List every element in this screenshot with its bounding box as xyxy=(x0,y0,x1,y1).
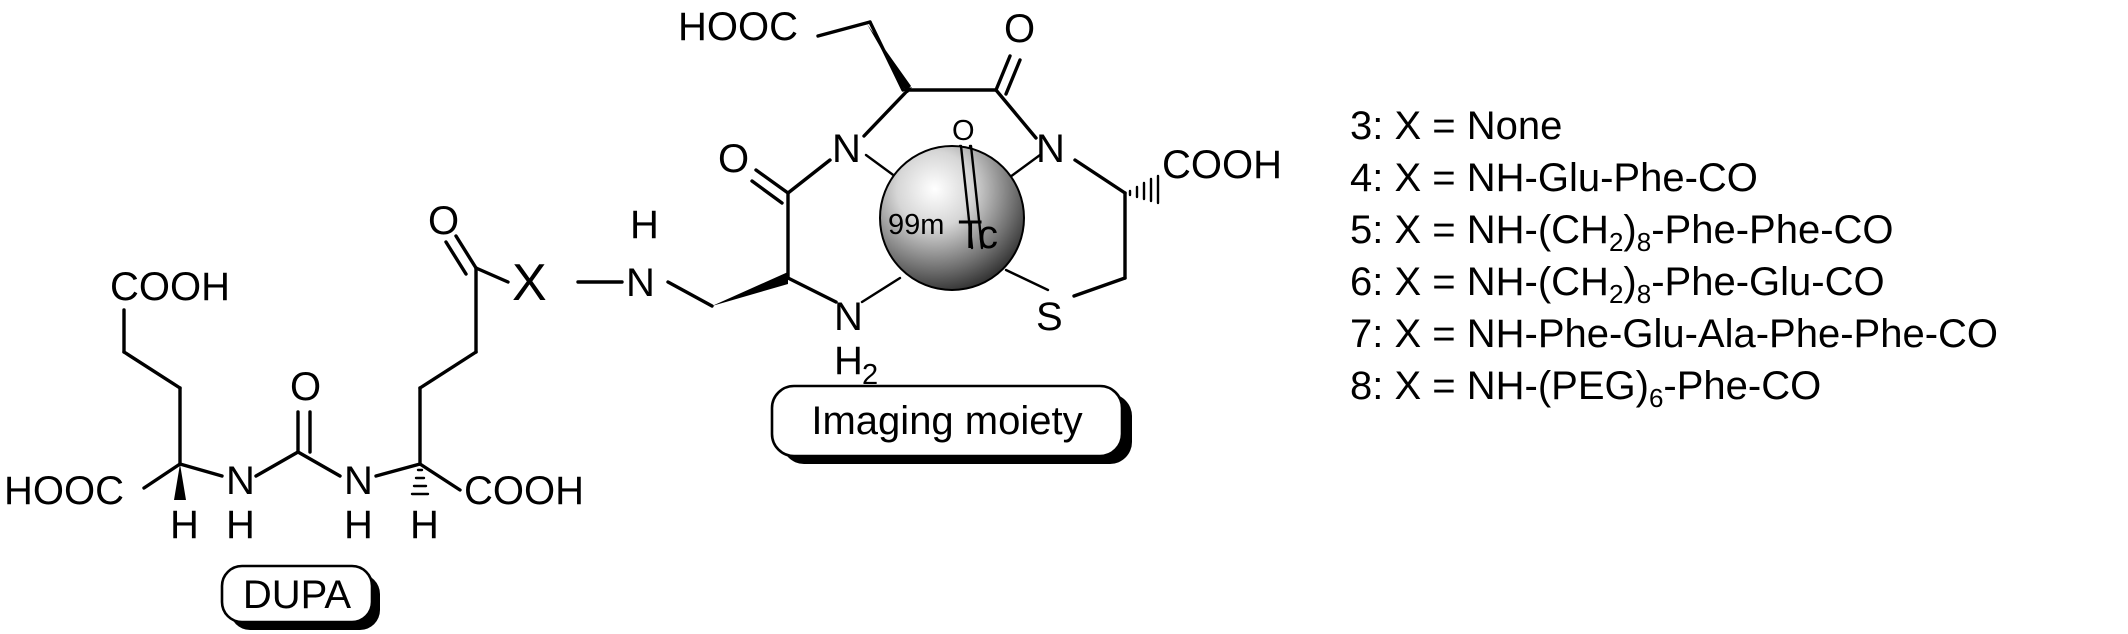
atom-o-glu-carbonyl: O xyxy=(428,199,459,243)
atom-labels: HOOC O O N N O 99m Tc COOH H N X O N H 2… xyxy=(4,5,1282,547)
atom-nh-left-h: H xyxy=(226,503,255,547)
legend-text: 4: X = NH-Glu-Phe-CO xyxy=(1350,156,1758,200)
atom-n-ring-right: N xyxy=(1036,127,1065,171)
tc-element-label: Tc xyxy=(958,213,998,257)
bond-lines xyxy=(122,20,1160,500)
atom-o-top-right: O xyxy=(1004,7,1035,51)
dupa-text: DUPA xyxy=(243,573,351,617)
atom-s-ring: S xyxy=(1036,295,1063,339)
legend-subscript: 8 xyxy=(1636,227,1652,257)
hashed-bond-dupa-right xyxy=(410,468,430,496)
legend-row-compound-6: 6: X = NH-(CH2)8-Phe-Glu-CO xyxy=(1350,256,2110,308)
atom-nh2-subscript: 2 xyxy=(862,359,878,391)
atom-h-stereo-right: H xyxy=(410,503,439,547)
atom-h-stereo-left: H xyxy=(170,503,199,547)
wedge-bond-dupa-left xyxy=(174,464,186,500)
imaging-moiety-text: Imaging moiety xyxy=(811,399,1082,443)
atom-n-ring-left: N xyxy=(832,127,861,171)
atom-nh-right-h: H xyxy=(344,503,373,547)
legend-text: -Phe-Glu-CO xyxy=(1651,260,1885,304)
wedge-bond-ring xyxy=(712,272,788,306)
legend-text: 3: X = None xyxy=(1350,104,1563,148)
atom-x-linker: X xyxy=(512,254,547,312)
legend-row-compound-3: 3: X = None xyxy=(1350,100,2110,152)
legend-subscript: 2 xyxy=(1608,227,1624,257)
atom-cooh-ring: COOH xyxy=(1162,143,1282,187)
atom-cooh-right: COOH xyxy=(464,469,584,513)
hashed-bond-ring xyxy=(1128,174,1160,205)
atom-nh-right-n: N xyxy=(344,459,373,503)
legend-subscript: 2 xyxy=(1608,279,1624,309)
atom-nh-left-n: N xyxy=(226,459,255,503)
legend-text: -Phe-CO xyxy=(1663,364,1822,408)
legend-row-compound-8: 8: X = NH-(PEG)6-Phe-CO xyxy=(1350,360,2110,412)
legend-text: 5: X = NH-(CH xyxy=(1350,208,1609,252)
atom-nh-linker-n: N xyxy=(626,261,655,305)
atom-o-tc: O xyxy=(952,115,975,147)
atom-hooc-left: HOOC xyxy=(4,469,124,513)
legend-subscript: 6 xyxy=(1648,383,1664,413)
legend-text: 7: X = NH-Phe-Glu-Ala-Phe-Phe-CO xyxy=(1350,312,1999,356)
tc-isotope-label: 99m xyxy=(888,209,944,241)
legend-row-compound-7: 7: X = NH-Phe-Glu-Ala-Phe-Phe-CO xyxy=(1350,308,2110,360)
legend-row-compound-5: 5: X = NH-(CH2)8-Phe-Phe-CO xyxy=(1350,204,2110,256)
legend-row-compound-4: 4: X = NH-Glu-Phe-CO xyxy=(1350,152,2110,204)
legend-text: 8: X = NH-(PEG) xyxy=(1350,364,1649,408)
imaging-moiety-label: Imaging moiety xyxy=(770,384,1132,464)
atom-nh-linker-h: H xyxy=(630,203,659,247)
legend-text: 6: X = NH-(CH xyxy=(1350,260,1609,304)
legend-text: ) xyxy=(1623,260,1637,304)
atom-o-urea: O xyxy=(290,365,321,409)
atom-nh2-h: H xyxy=(834,339,863,383)
atom-o-ring-carbonyl: O xyxy=(718,137,749,181)
technetium-sphere xyxy=(879,145,1025,291)
legend-text: ) xyxy=(1623,208,1637,252)
atom-nh2-n: N xyxy=(834,295,863,339)
legend-text: -Phe-Phe-CO xyxy=(1651,208,1894,252)
wedge-bond-top-main xyxy=(867,24,911,92)
legend-subscript: 8 xyxy=(1636,279,1652,309)
atom-hooc-top: HOOC xyxy=(678,5,798,49)
dupa-label: DUPA xyxy=(220,564,380,630)
atom-cooh-glu-left: COOH xyxy=(110,265,230,309)
